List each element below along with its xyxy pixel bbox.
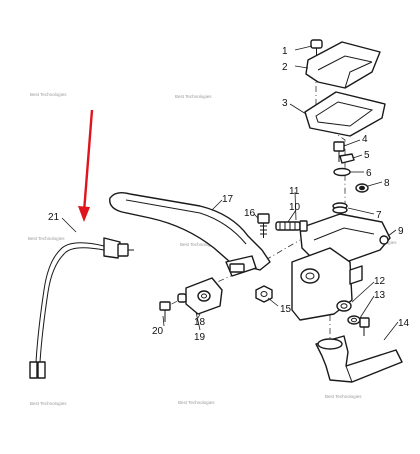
callout-21: 21 bbox=[48, 212, 60, 223]
part-17-brake-lever bbox=[109, 191, 271, 277]
part-7-seal bbox=[332, 202, 348, 214]
callout-3: 3 bbox=[282, 98, 288, 109]
indicator-arrow bbox=[78, 109, 94, 222]
part-2-clamp-cover bbox=[305, 41, 381, 89]
part-13-washer bbox=[347, 315, 361, 325]
watermark: Best Technologies bbox=[180, 242, 217, 247]
part-1-screw bbox=[310, 39, 323, 62]
callout-14: 14 bbox=[398, 318, 410, 329]
part-14-mount-bracket bbox=[315, 335, 403, 383]
callouts: 1 2 3 4 5 6 8 7 9 11 10 16 17 18 19 20 1… bbox=[48, 46, 410, 343]
callout-4: 4 bbox=[362, 134, 368, 145]
callout-9: 9 bbox=[398, 226, 404, 237]
assembly-axis-line bbox=[159, 239, 301, 311]
part-19-spacer bbox=[177, 293, 187, 303]
part-18-clamp bbox=[185, 277, 223, 315]
watermark: Best Technologies bbox=[28, 236, 65, 241]
part-13-screw bbox=[359, 317, 370, 336]
part-20-screw bbox=[159, 301, 171, 322]
watermark: Best Technologies bbox=[325, 394, 362, 399]
watermark: Best Technologies bbox=[30, 401, 67, 406]
part-21-brake-switch-cable bbox=[29, 237, 134, 379]
callout-19: 19 bbox=[194, 332, 206, 343]
part-4-bleeder-screw bbox=[333, 141, 345, 162]
watermark: Best Technologies bbox=[178, 400, 215, 405]
callout-17: 17 bbox=[222, 194, 234, 205]
callout-1: 1 bbox=[282, 46, 288, 57]
callout-10: 10 bbox=[289, 202, 301, 213]
assembly-axis-line bbox=[315, 60, 346, 250]
watermark: Best Technologies bbox=[30, 92, 67, 97]
part-16-screw bbox=[257, 213, 270, 238]
callout-5: 5 bbox=[364, 150, 370, 161]
callout-15: 15 bbox=[280, 304, 292, 315]
callout-12: 12 bbox=[374, 276, 386, 287]
callout-20: 20 bbox=[152, 326, 164, 337]
part-9-master-cylinder bbox=[291, 213, 391, 321]
callout-8: 8 bbox=[384, 178, 390, 189]
callout-6: 6 bbox=[366, 168, 372, 179]
leader-lines bbox=[61, 45, 399, 341]
part-8-fitting bbox=[355, 183, 369, 193]
watermark: Best Technologies bbox=[175, 94, 212, 99]
part-12-washer bbox=[336, 300, 352, 312]
callout-13: 13 bbox=[374, 290, 386, 301]
callout-7: 7 bbox=[376, 210, 382, 221]
part-5-washer bbox=[339, 153, 355, 164]
part-6-o-ring bbox=[333, 167, 351, 177]
callout-18: 18 bbox=[194, 317, 206, 328]
part-10-pivot-bolt bbox=[275, 220, 308, 232]
callout-11: 11 bbox=[289, 186, 300, 197]
callout-16: 16 bbox=[244, 208, 256, 219]
callout-2: 2 bbox=[282, 62, 288, 73]
part-3-gasket bbox=[304, 91, 386, 137]
